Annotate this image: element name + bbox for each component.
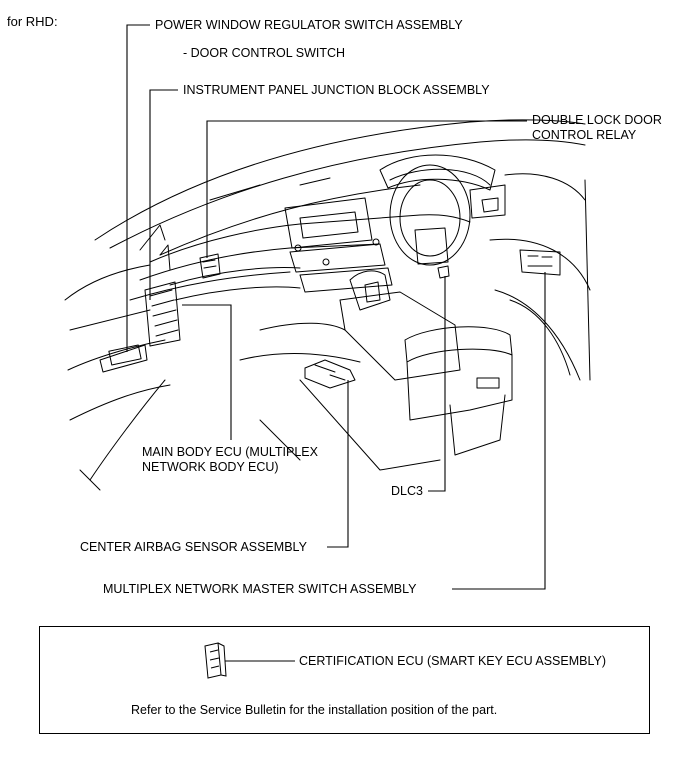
label-dlc3: DLC3 (391, 484, 423, 498)
variant-label: for RHD: (7, 14, 58, 29)
certification-ecu-sketch (204, 642, 227, 679)
label-double-lock-line-1: DOUBLE LOCK DOOR (532, 113, 662, 127)
leader-center-airbag (327, 380, 349, 548)
legend-note: Refer to the Service Bulletin for the in… (131, 703, 498, 717)
leader-power-window (126, 24, 150, 352)
label-main-body-ecu: MAIN BODY ECU (MULTIPLEX NETWORK BODY EC… (142, 445, 318, 475)
leader-multiplex-master (452, 272, 546, 590)
label-double-lock-door-control-relay: DOUBLE LOCK DOOR CONTROL RELAY (532, 113, 662, 143)
label-main-body-line-1: MAIN BODY ECU (MULTIPLEX (142, 445, 318, 459)
label-instrument-panel-junction-block: INSTRUMENT PANEL JUNCTION BLOCK ASSEMBLY (183, 83, 490, 97)
leader-dlc3 (428, 276, 446, 492)
label-power-window-regulator-switch: POWER WINDOW REGULATOR SWITCH ASSEMBLY (155, 18, 463, 32)
label-double-lock-line-2: CONTROL RELAY (532, 128, 637, 142)
label-main-body-line-2: NETWORK BODY ECU) (142, 460, 279, 474)
leader-ip-junction (149, 89, 178, 300)
legend-box (39, 626, 650, 734)
label-door-control-switch: - DOOR CONTROL SWITCH (183, 46, 346, 60)
label-multiplex-network-master-switch: MULTIPLEX NETWORK MASTER SWITCH ASSEMBLY (103, 582, 417, 596)
label-center-airbag-sensor: CENTER AIRBAG SENSOR ASSEMBLY (80, 540, 307, 554)
label-certification-ecu: CERTIFICATION ECU (SMART KEY ECU ASSEMBL… (299, 654, 607, 668)
leader-main-body (182, 304, 232, 440)
leader-double-lock (206, 120, 527, 258)
